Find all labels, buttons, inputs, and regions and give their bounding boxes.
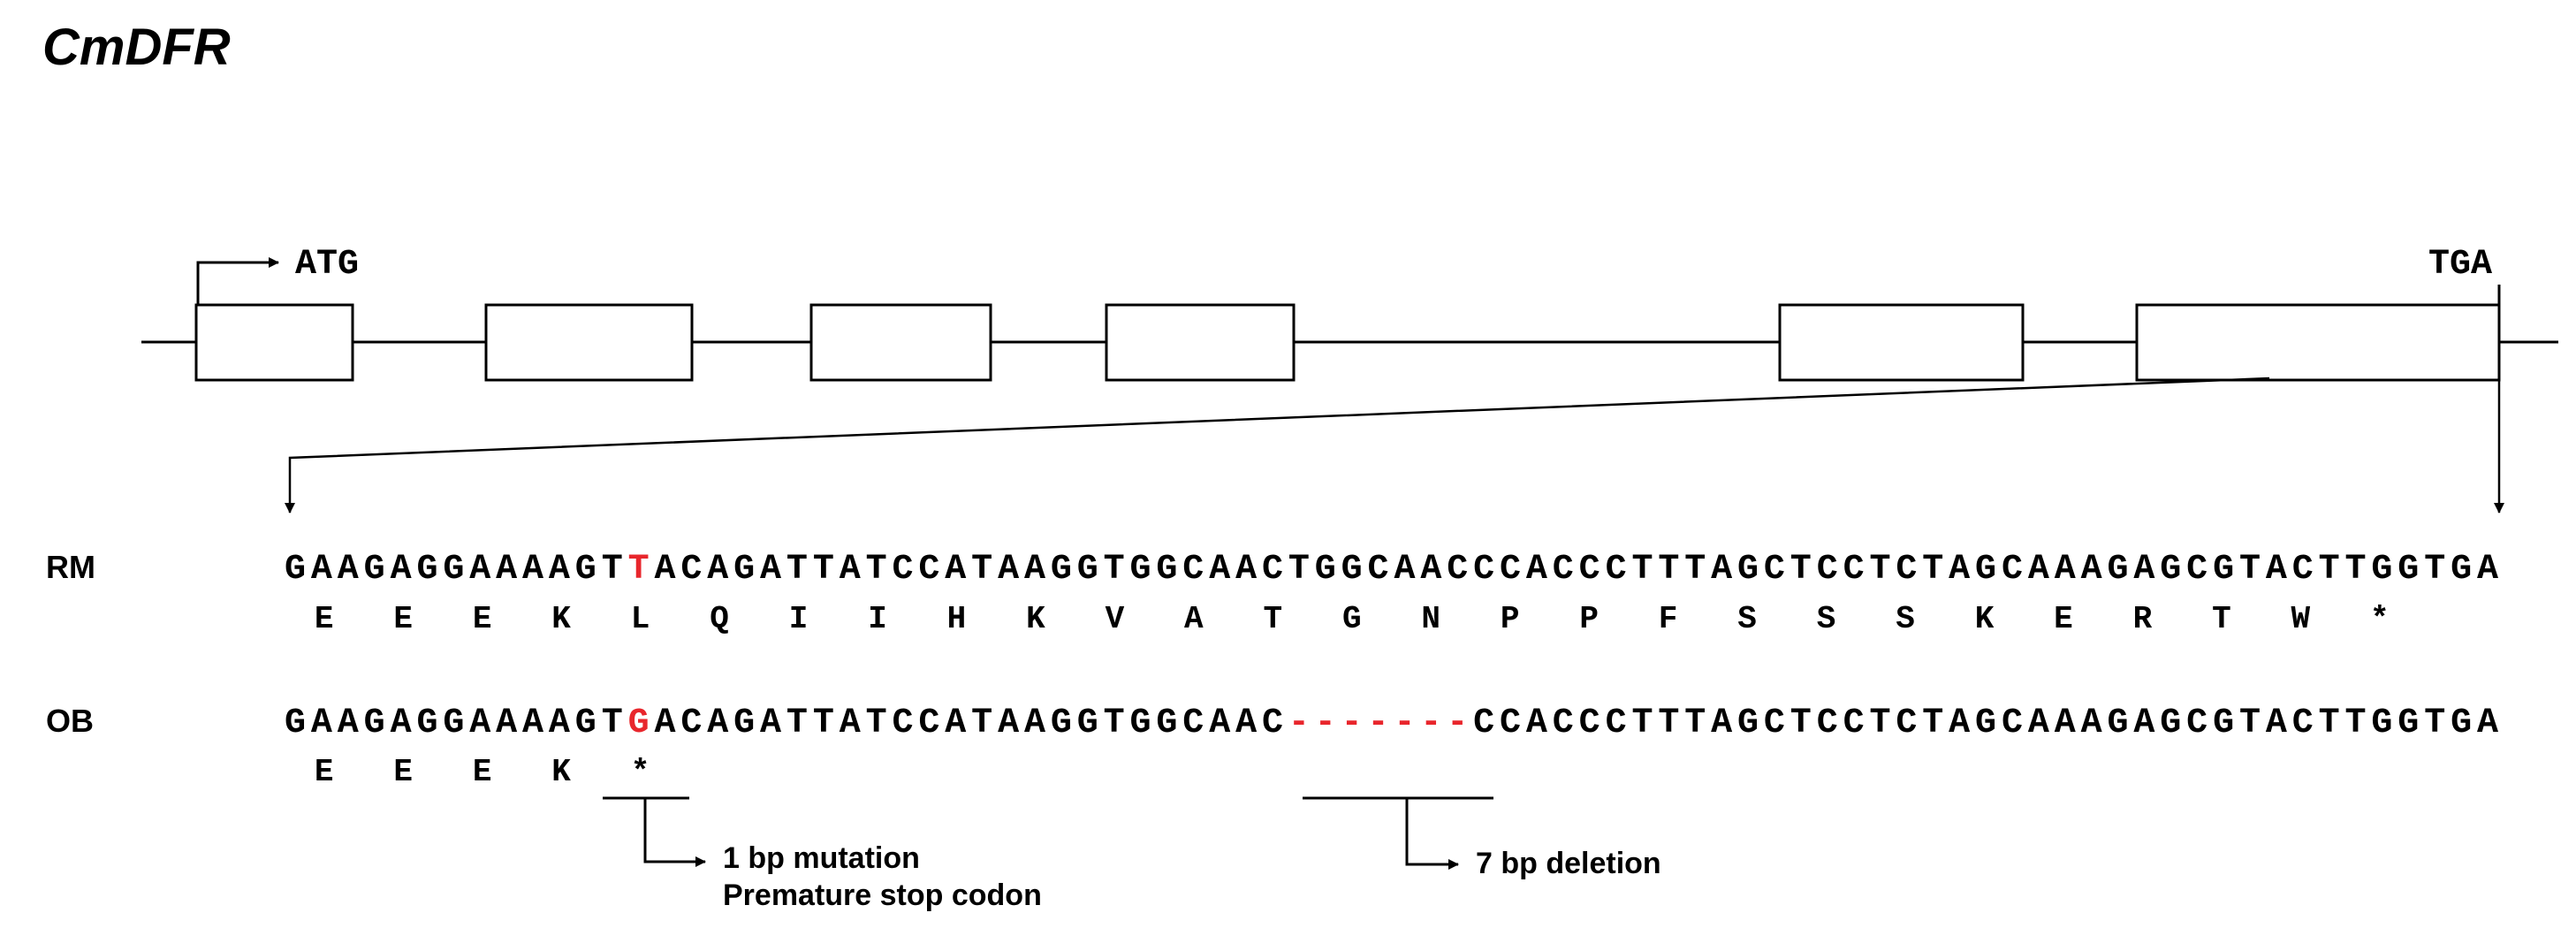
- rm-aa-1: E: [315, 601, 334, 637]
- rm-aa-2: E: [393, 601, 413, 637]
- exon-1: [194, 303, 354, 382]
- stop-codon-note: Premature stop codon: [723, 879, 1042, 912]
- ob-aa-3: E: [473, 754, 492, 790]
- rm-aa-17: P: [1579, 601, 1599, 637]
- rm-aa-13: T: [1263, 601, 1282, 637]
- exon-6: [2135, 303, 2501, 382]
- exon-3: [809, 303, 992, 382]
- rm-aa-23: E: [2054, 601, 2073, 637]
- rm-seq-snp: T: [628, 550, 650, 590]
- ob-aa-4: K: [551, 754, 571, 790]
- mutation-note: 1 bp mutation: [723, 841, 920, 875]
- start-arrow: [196, 257, 279, 305]
- rm-aa-26: W: [2291, 601, 2310, 637]
- ob-seq-snp: G: [628, 704, 650, 743]
- rm-aa-14: G: [1342, 601, 1362, 637]
- rm-aa-7: I: [789, 601, 809, 637]
- rm-aa-16: P: [1501, 601, 1520, 637]
- rm-seq-start: GAAGAGGAAAAGT: [285, 550, 623, 590]
- rm-aa-12: A: [1184, 601, 1204, 637]
- rm-aa-4: K: [551, 601, 571, 637]
- rm-aa-15: N: [1421, 601, 1440, 637]
- ob-seq-start: GAAGAGGAAAAGT: [285, 704, 623, 743]
- rm-aa-22: K: [1975, 601, 1995, 637]
- rm-aa-20: S: [1817, 601, 1836, 637]
- exon-2: [484, 303, 694, 382]
- exon-5: [1778, 303, 2025, 382]
- ob-seq-end: CCACCCTTTAGCTCCTCTAGCAAAGAGCGTACTTGGTGA: [1473, 704, 2498, 743]
- zoom-line-left: [285, 377, 2270, 513]
- rm-aa-19: S: [1737, 601, 1757, 637]
- gene-title: CmDFR: [42, 19, 231, 76]
- rm-aa-24: R: [2133, 601, 2153, 637]
- rm-aa-10: K: [1026, 601, 1045, 637]
- rm-aa-25: T: [2212, 601, 2231, 637]
- ob-seq-middle: ACAGATTATCCATAAGGTGGCAAC: [654, 704, 1283, 743]
- ob-aa-1: E: [315, 754, 334, 790]
- rm-aa-27: *: [2370, 601, 2390, 637]
- ob-aa-5: *: [631, 754, 650, 790]
- start-codon-label: ATG: [295, 245, 359, 285]
- rm-aa-5: L: [631, 601, 650, 637]
- stop-codon-label: TGA: [2428, 245, 2492, 285]
- ob-label: OB: [46, 703, 94, 739]
- ob-seq-deletion: -------: [1288, 704, 1468, 743]
- rm-aa-8: I: [868, 601, 887, 637]
- ob-aa-2: E: [393, 754, 413, 790]
- rm-seq-end: ACAGATTATCCATAAGGTGGCAACTGGCAACCCACCCTTT…: [654, 550, 2498, 590]
- exon-4: [1105, 303, 1296, 382]
- rm-aa-3: E: [473, 601, 492, 637]
- rm-aa-6: Q: [710, 601, 729, 637]
- rm-aa-21: S: [1896, 601, 1915, 637]
- deletion-arrow: [1405, 798, 1459, 870]
- rm-aa-18: F: [1659, 601, 1678, 637]
- mutation-arrow: [643, 798, 706, 867]
- rm-amino-acids: E E E K L Q I I H K V A T G N P P F S S S K E R T W *: [315, 601, 2390, 637]
- deletion-note: 7 bp deletion: [1476, 847, 1661, 880]
- rm-aa-9: H: [947, 601, 967, 637]
- rm-aa-11: V: [1106, 601, 1125, 637]
- ob-amino-acids: E E E K *: [315, 754, 650, 790]
- rm-label: RM: [46, 549, 95, 585]
